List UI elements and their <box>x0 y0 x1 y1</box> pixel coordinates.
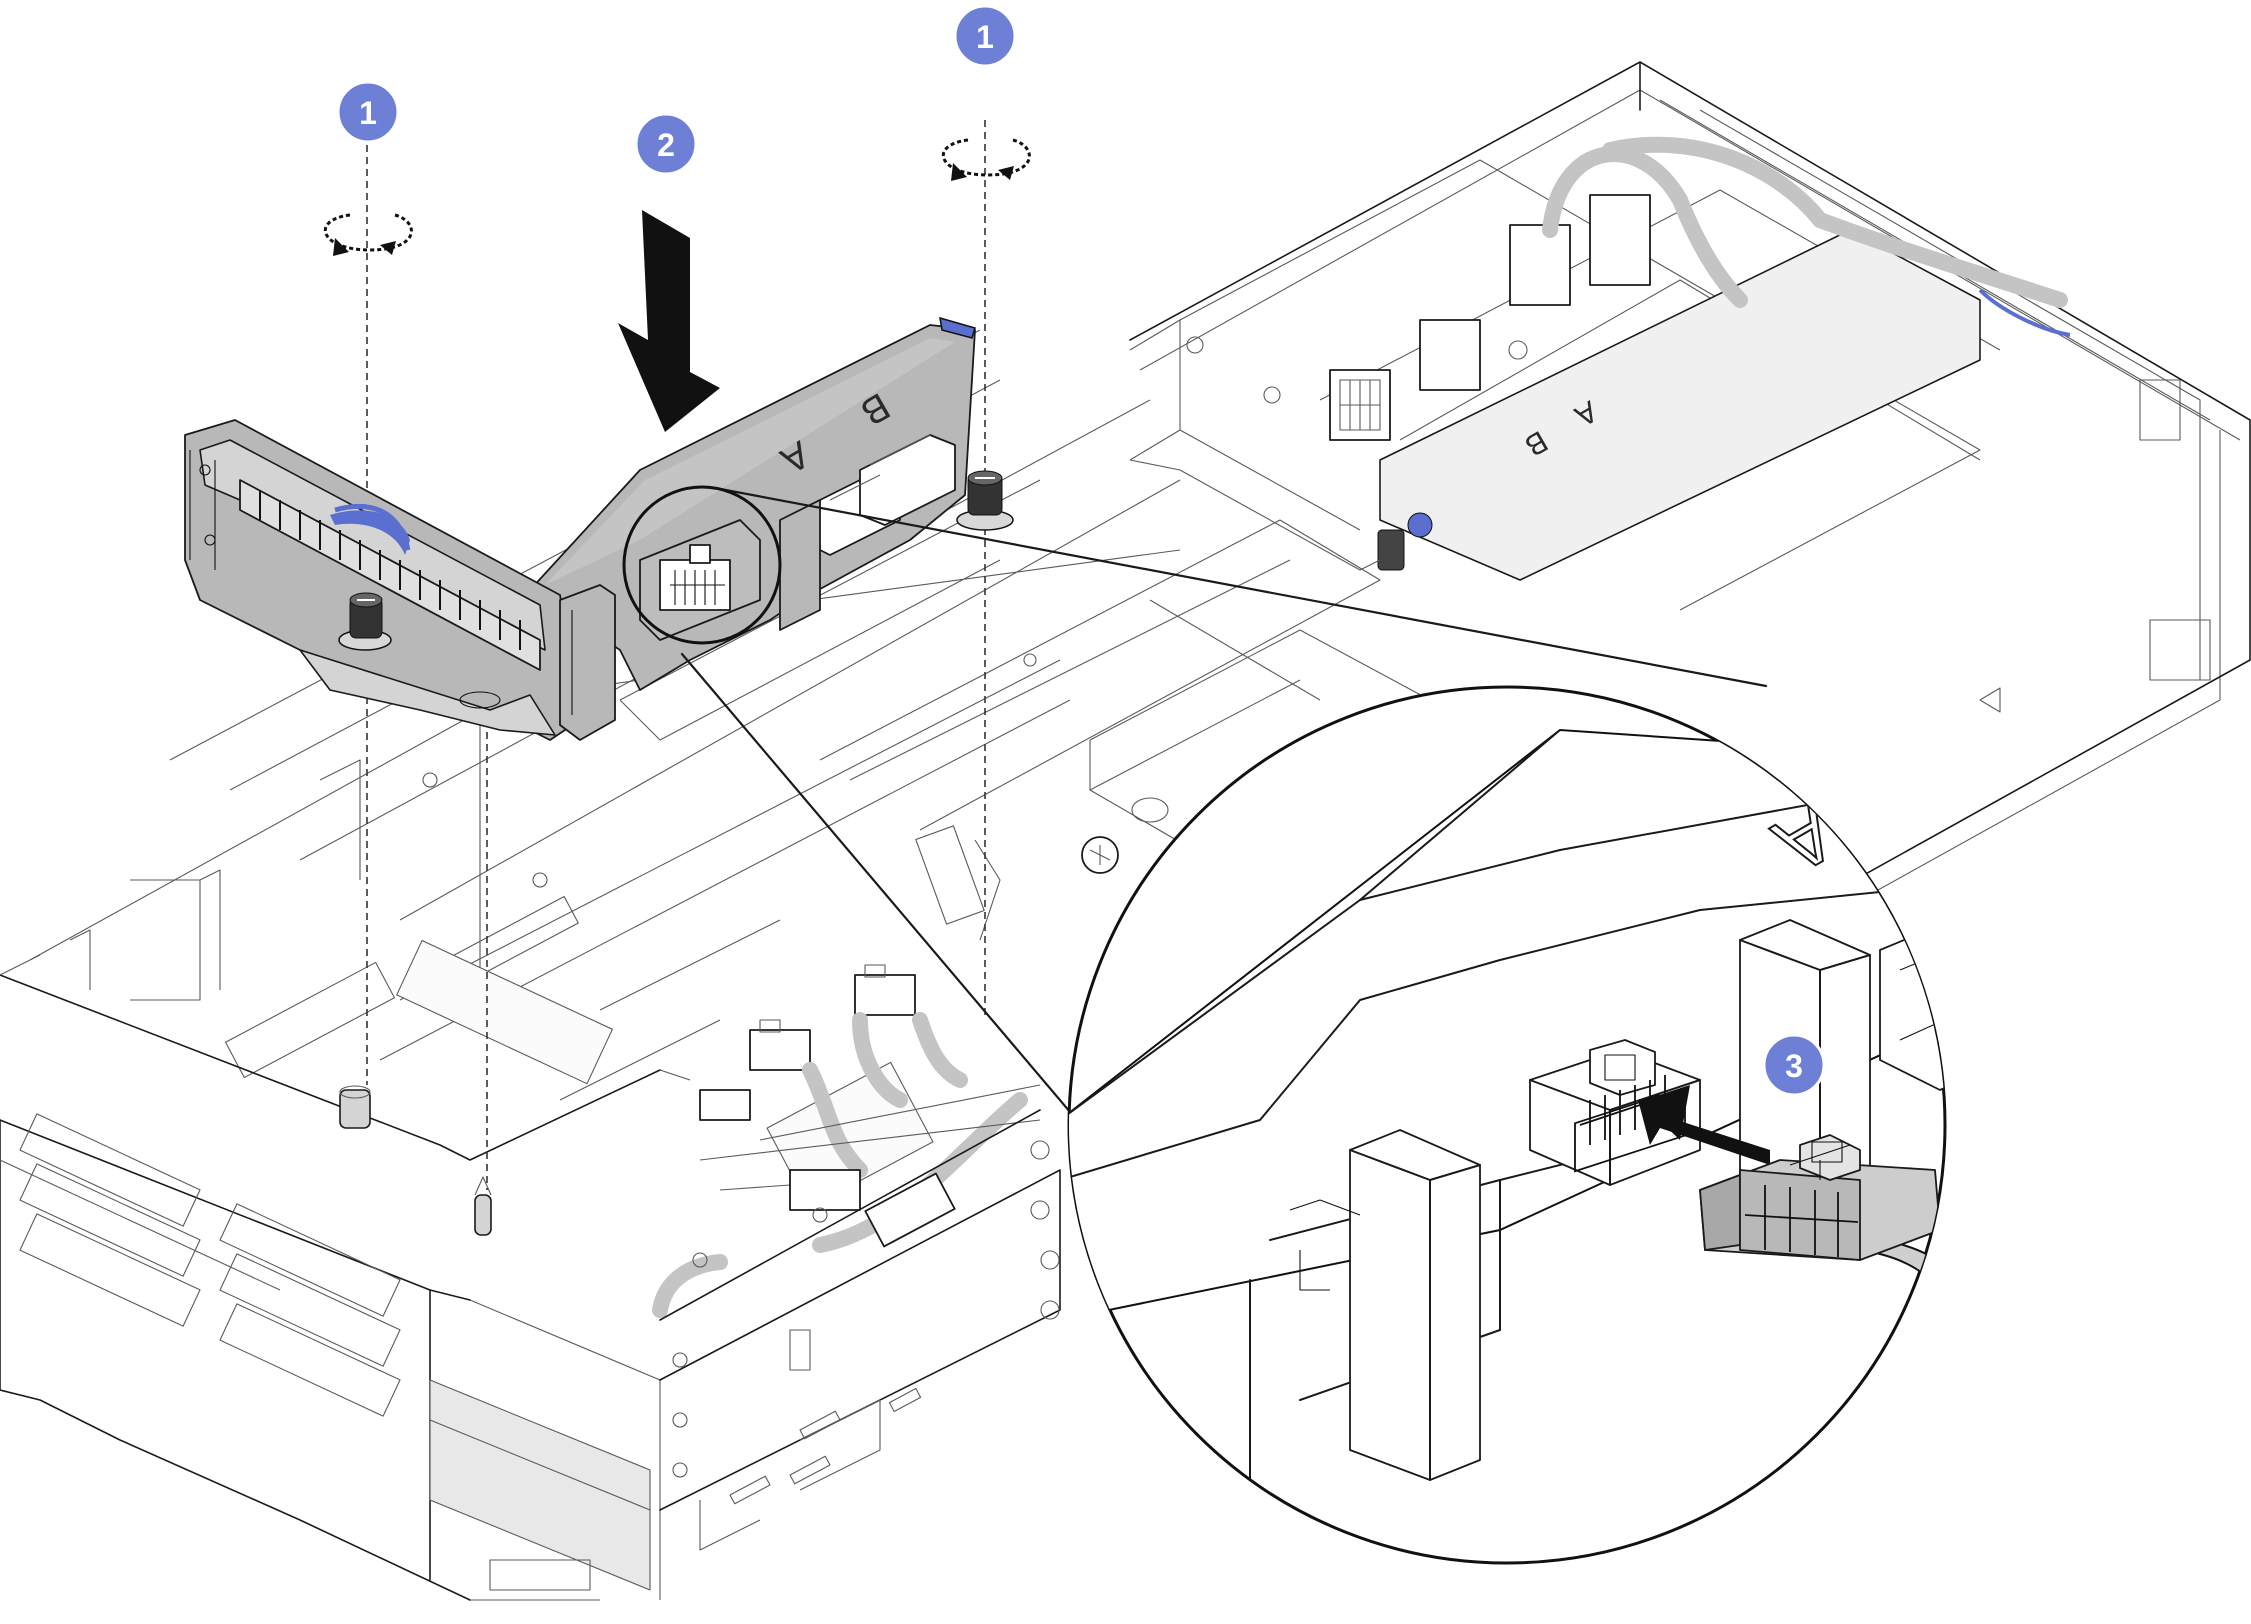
press-down-arrow-icon <box>618 210 720 432</box>
rotate-arrow-icon-left <box>323 213 413 256</box>
riser-power-receptacle <box>1529 1039 1701 1186</box>
callout-step-2: 2 <box>634 112 698 176</box>
thumbscrew-left <box>338 592 392 651</box>
insert-arrow-icon <box>1638 1085 1770 1165</box>
riser-power-connector <box>659 544 731 611</box>
server-chassis: A B <box>0 61 2251 1601</box>
callout-step-3: 3 <box>1762 1033 1826 1097</box>
callout-number: 2 <box>657 127 675 163</box>
callout-number: 1 <box>976 19 994 55</box>
zoom-source-circle <box>622 485 782 645</box>
riser-slot-row <box>239 479 541 671</box>
callout-number: 3 <box>1785 1048 1803 1084</box>
rotate-arrow-icon-right <box>941 138 1031 181</box>
callout-step-1-right: 1 <box>953 4 1017 68</box>
riser-cage: A B <box>184 316 1014 741</box>
power-cable-connector <box>1699 1134 1945 1481</box>
zoom-detail: A <box>1069 728 1945 1531</box>
callout-step-1-left: 1 <box>336 80 400 144</box>
callout-number: 1 <box>359 95 377 131</box>
thumbscrew-right <box>956 470 1014 531</box>
